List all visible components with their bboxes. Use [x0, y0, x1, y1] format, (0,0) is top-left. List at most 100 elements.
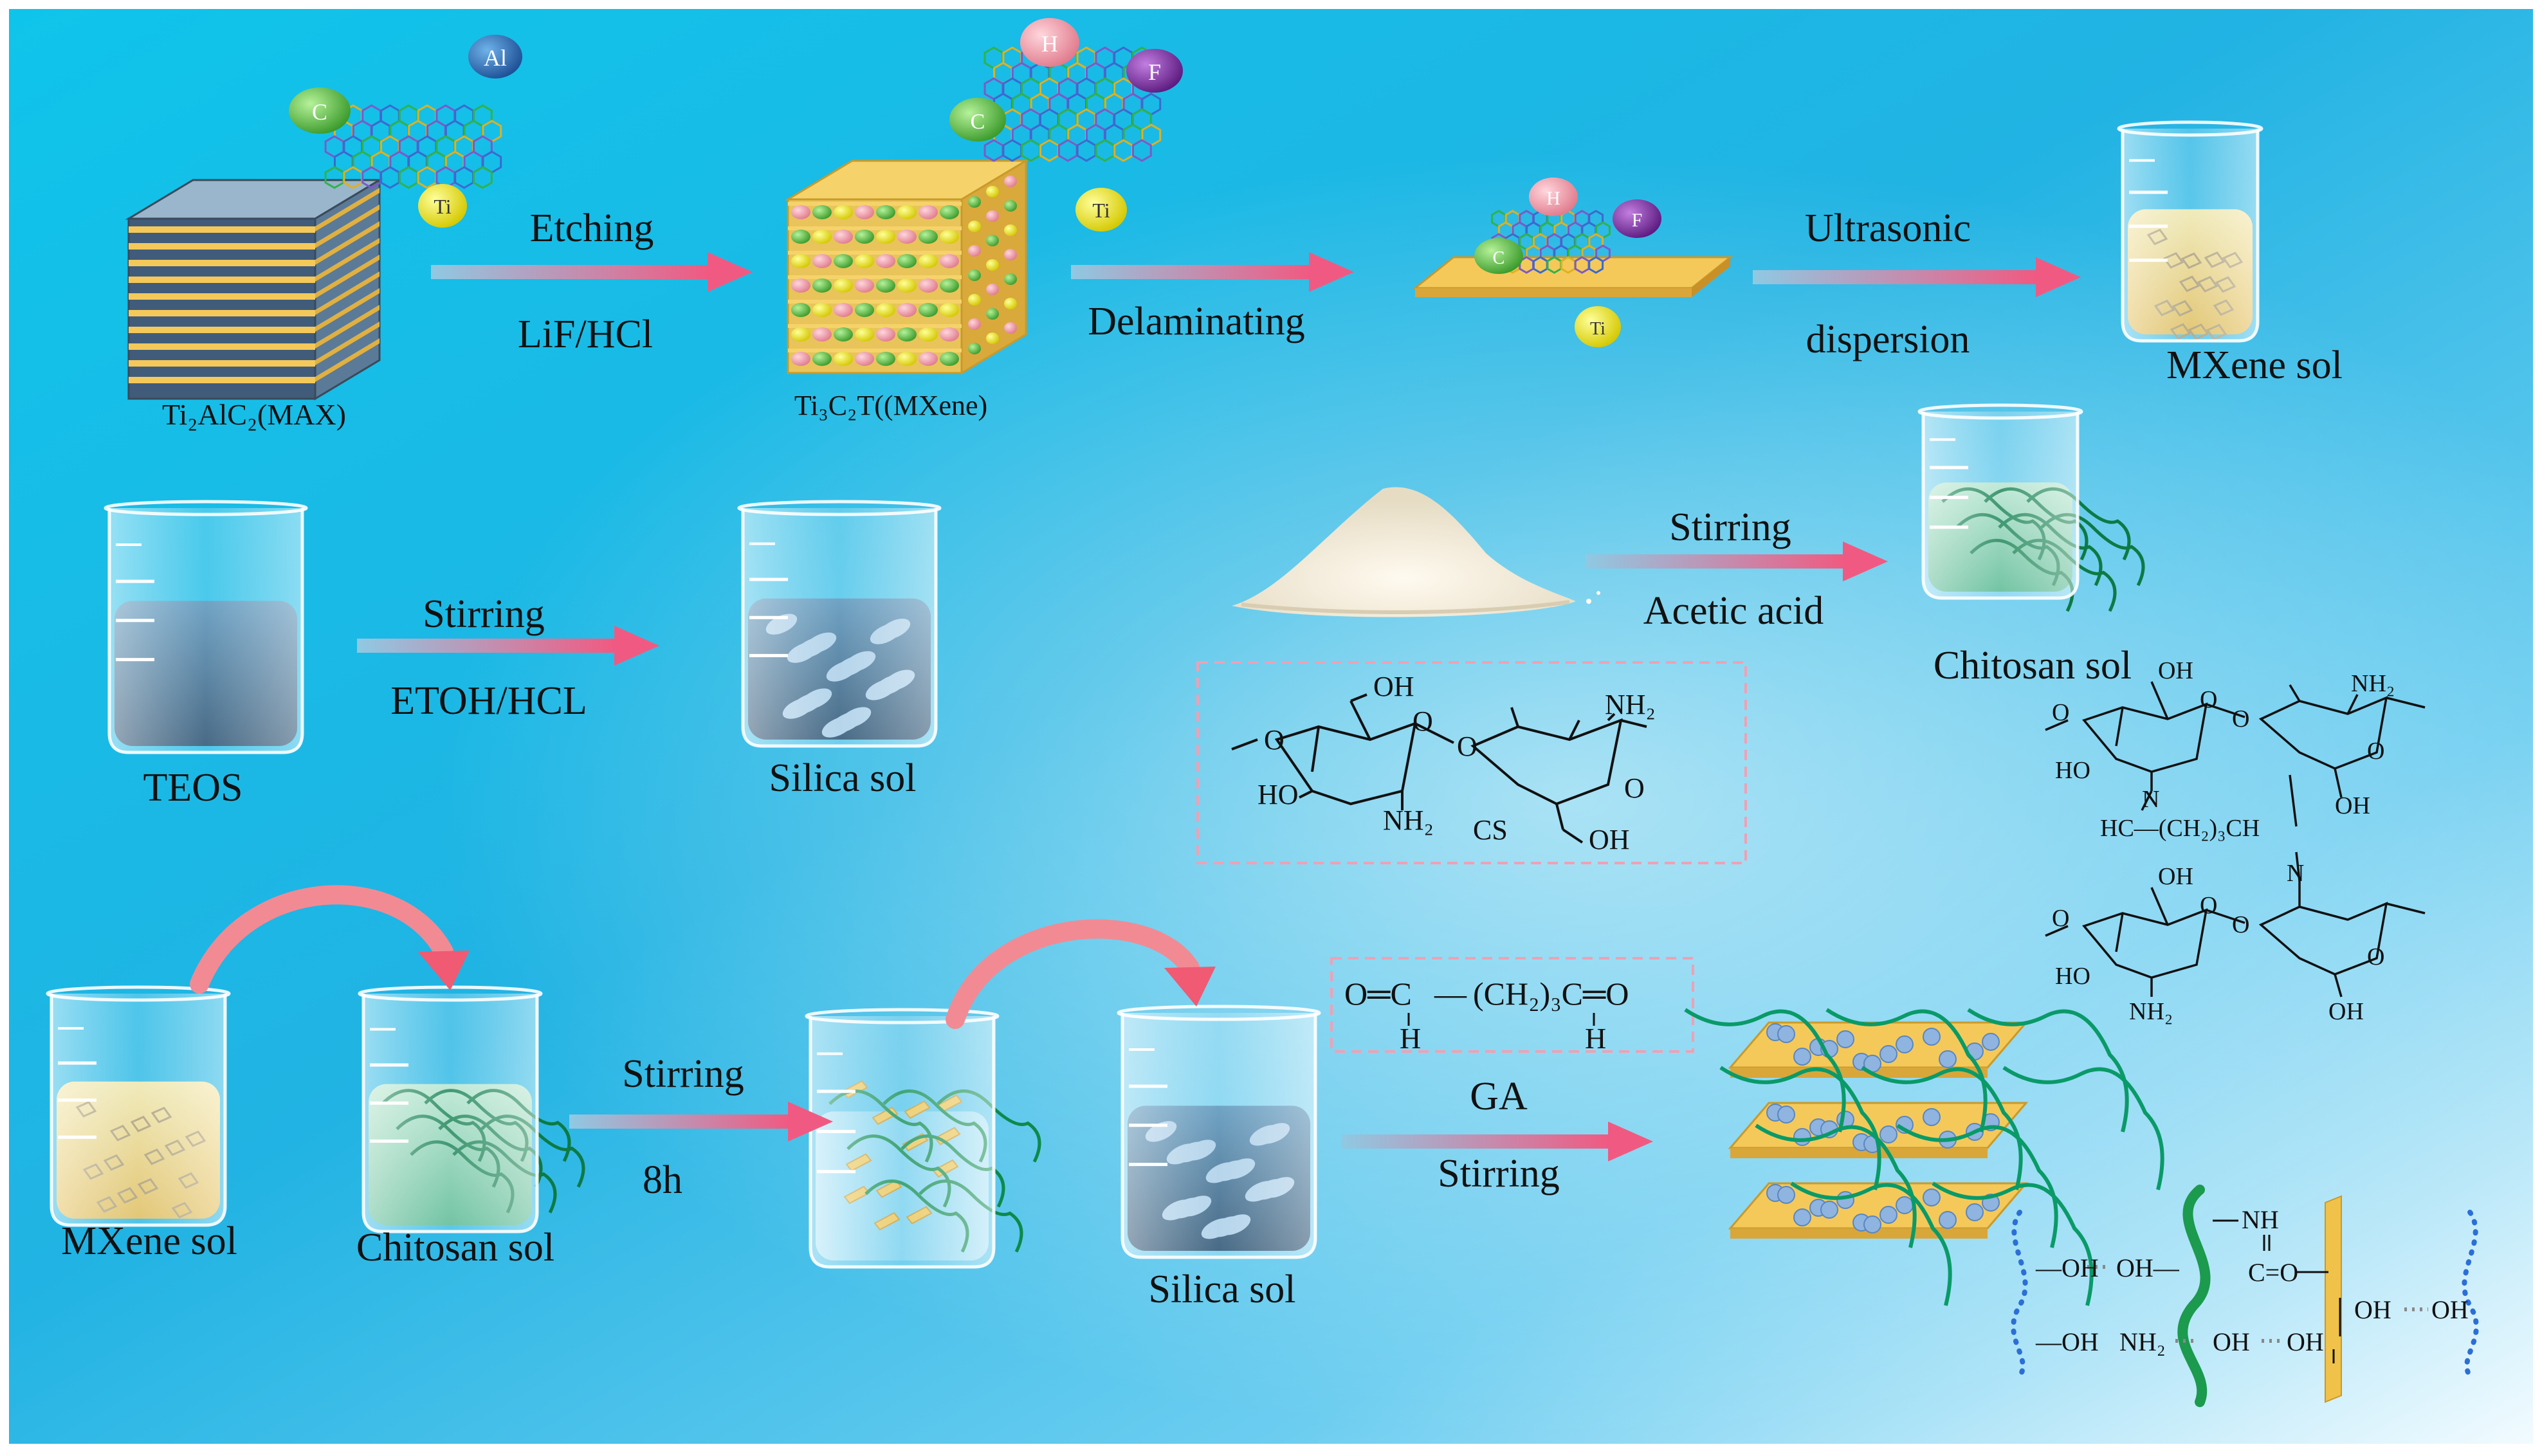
delaminating-arrow: [1071, 252, 1354, 292]
svg-text:NH₂: NH₂: [2351, 670, 2395, 697]
silica-reagent-label: ETOH/HCL: [390, 679, 587, 723]
svg-text:—: —: [1434, 976, 1467, 1012]
hydrogen-bond-scheme: —OH OH— —OH NH₂ OH OH OH OH NH C=O: [2011, 1185, 2479, 1407]
max-cube-icon: [125, 178, 383, 401]
chitosan-sol-beaker: [1917, 403, 2145, 612]
svg-text:OH: OH: [2158, 863, 2193, 890]
transfer-arrow-2: [946, 919, 1216, 1029]
cs-o-ring-1: O: [1413, 705, 1433, 737]
mixture-beaker: [805, 1008, 1041, 1269]
svg-text:F: F: [1632, 210, 1643, 231]
atom-ti-2: Ti: [1075, 188, 1127, 232]
crosslink-chain: HC—(CH₂)₃CH: [2100, 815, 2260, 842]
ultrasonic-label: Ultrasonic: [1805, 206, 1971, 250]
atom-c-2: C: [949, 98, 1006, 141]
svg-text:—OH: —OH: [2035, 1253, 2099, 1282]
ga-formula: O═C — (CH₂)₃C═O H H: [1330, 957, 1694, 1055]
chitosan-stirring-label: Stirring: [1669, 505, 1791, 549]
chitosan-sol-2-beaker: [358, 985, 585, 1233]
silica-sol-beaker: [737, 500, 942, 748]
cs-ho-1: HO: [1257, 779, 1299, 810]
mxene-sol-beaker: [2117, 120, 2263, 343]
svg-text:Ti: Ti: [1092, 199, 1110, 222]
atom-al: Al: [468, 35, 522, 78]
cs-nh2-2: NH₂: [1605, 689, 1656, 720]
svg-text:N: N: [2287, 860, 2304, 887]
svg-text:HO: HO: [2055, 963, 2090, 990]
atom-f: F: [1126, 49, 1183, 93]
silica-sol-label: Silica sol: [769, 756, 916, 800]
svg-text:OH: OH: [2431, 1295, 2469, 1324]
cs-o-ring-2: O: [1624, 772, 1645, 804]
delaminating-label: Delaminating: [1088, 300, 1304, 343]
svg-text:NH₂: NH₂: [2129, 998, 2173, 1025]
svg-text:O═C: O═C: [1344, 976, 1412, 1012]
ultrasonic-arrow: [1753, 257, 2081, 297]
svg-text:C=O: C=O: [2248, 1258, 2298, 1287]
silica-stirring-label: Stirring: [423, 592, 544, 636]
cs-oh-1: OH: [1373, 671, 1414, 702]
silica-sol-2-label: Silica sol: [1148, 1268, 1295, 1311]
etching-arrow: [431, 252, 753, 292]
chitosan-powder-icon: [1232, 487, 1600, 617]
chitosan-sol-label: Chitosan sol: [1934, 644, 2132, 687]
cs-o-link: O: [1457, 731, 1477, 762]
mxene-lattice-icon: [983, 46, 1162, 162]
svg-text:N: N: [2142, 786, 2159, 813]
chitosan-sol-2-label: Chitosan sol: [356, 1226, 554, 1269]
svg-text:OH: OH: [2158, 657, 2193, 684]
mxene-stack-label: Ti₃C₂T((MXene): [794, 390, 987, 421]
etching-label: Etching: [530, 206, 654, 250]
svg-text:H: H: [1546, 188, 1560, 209]
svg-text:OH: OH: [2213, 1327, 2250, 1356]
svg-text:O: O: [2052, 905, 2069, 932]
mix-arrow: [569, 1102, 833, 1142]
svg-text:C: C: [1493, 248, 1505, 268]
svg-text:H: H: [1041, 31, 1058, 57]
cs-nh2-1: NH₂: [1383, 805, 1434, 836]
silica-arrow: [357, 626, 659, 666]
svg-text:O: O: [2367, 943, 2384, 970]
svg-text:OH—: OH—: [2116, 1253, 2180, 1282]
svg-text:—OH: —OH: [2035, 1327, 2099, 1356]
atom-ti-3: Ti: [1575, 306, 1621, 347]
svg-text:Ti: Ti: [434, 195, 451, 218]
chitosan-arrow: [1586, 541, 1888, 581]
svg-text:O: O: [2367, 738, 2384, 765]
svg-text:O: O: [2232, 705, 2249, 733]
teos-beaker: [104, 500, 308, 754]
cs-oh-2: OH: [1589, 824, 1630, 855]
svg-text:OH: OH: [2335, 792, 2370, 819]
composite-aerogel-icon: [1684, 1008, 2164, 1306]
ga-stirring-label: Stirring: [1438, 1152, 1559, 1196]
svg-text:OH: OH: [2328, 998, 2364, 1025]
mxene-sheet-icon: [1412, 256, 1733, 297]
svg-text:HO: HO: [2055, 757, 2090, 784]
mxene-sol-label: MXene sol: [2166, 343, 2343, 387]
svg-text:C: C: [971, 110, 985, 134]
atom-c-3: C: [1474, 238, 1523, 274]
cs-o-1: O: [1264, 724, 1285, 756]
svg-text:OH: OH: [2287, 1327, 2324, 1356]
atom-ti: Ti: [418, 184, 467, 228]
etching-reagent-label: LiF/HCl: [518, 313, 653, 356]
svg-text:O: O: [2052, 699, 2069, 726]
atom-f-2: F: [1613, 199, 1661, 238]
atom-h: H: [1020, 18, 1079, 67]
svg-text:H: H: [1585, 1022, 1606, 1055]
ga-arrow: [1341, 1122, 1653, 1161]
svg-text:O: O: [2232, 911, 2249, 938]
dispersion-label: dispersion: [1806, 318, 1970, 361]
mxene-sol-2-beaker: [46, 985, 231, 1227]
transfer-arrow-1: [190, 885, 470, 994]
svg-text:Al: Al: [484, 45, 507, 71]
atom-c: C: [289, 87, 351, 134]
svg-text:NH: NH: [2242, 1205, 2279, 1234]
svg-text:NH₂: NH₂: [2119, 1327, 2166, 1356]
cs-label: CS: [1473, 814, 1508, 846]
svg-text:H: H: [1400, 1022, 1421, 1055]
mxene-stack-icon: [784, 159, 1030, 375]
mix-time-label: 8h: [643, 1158, 682, 1202]
